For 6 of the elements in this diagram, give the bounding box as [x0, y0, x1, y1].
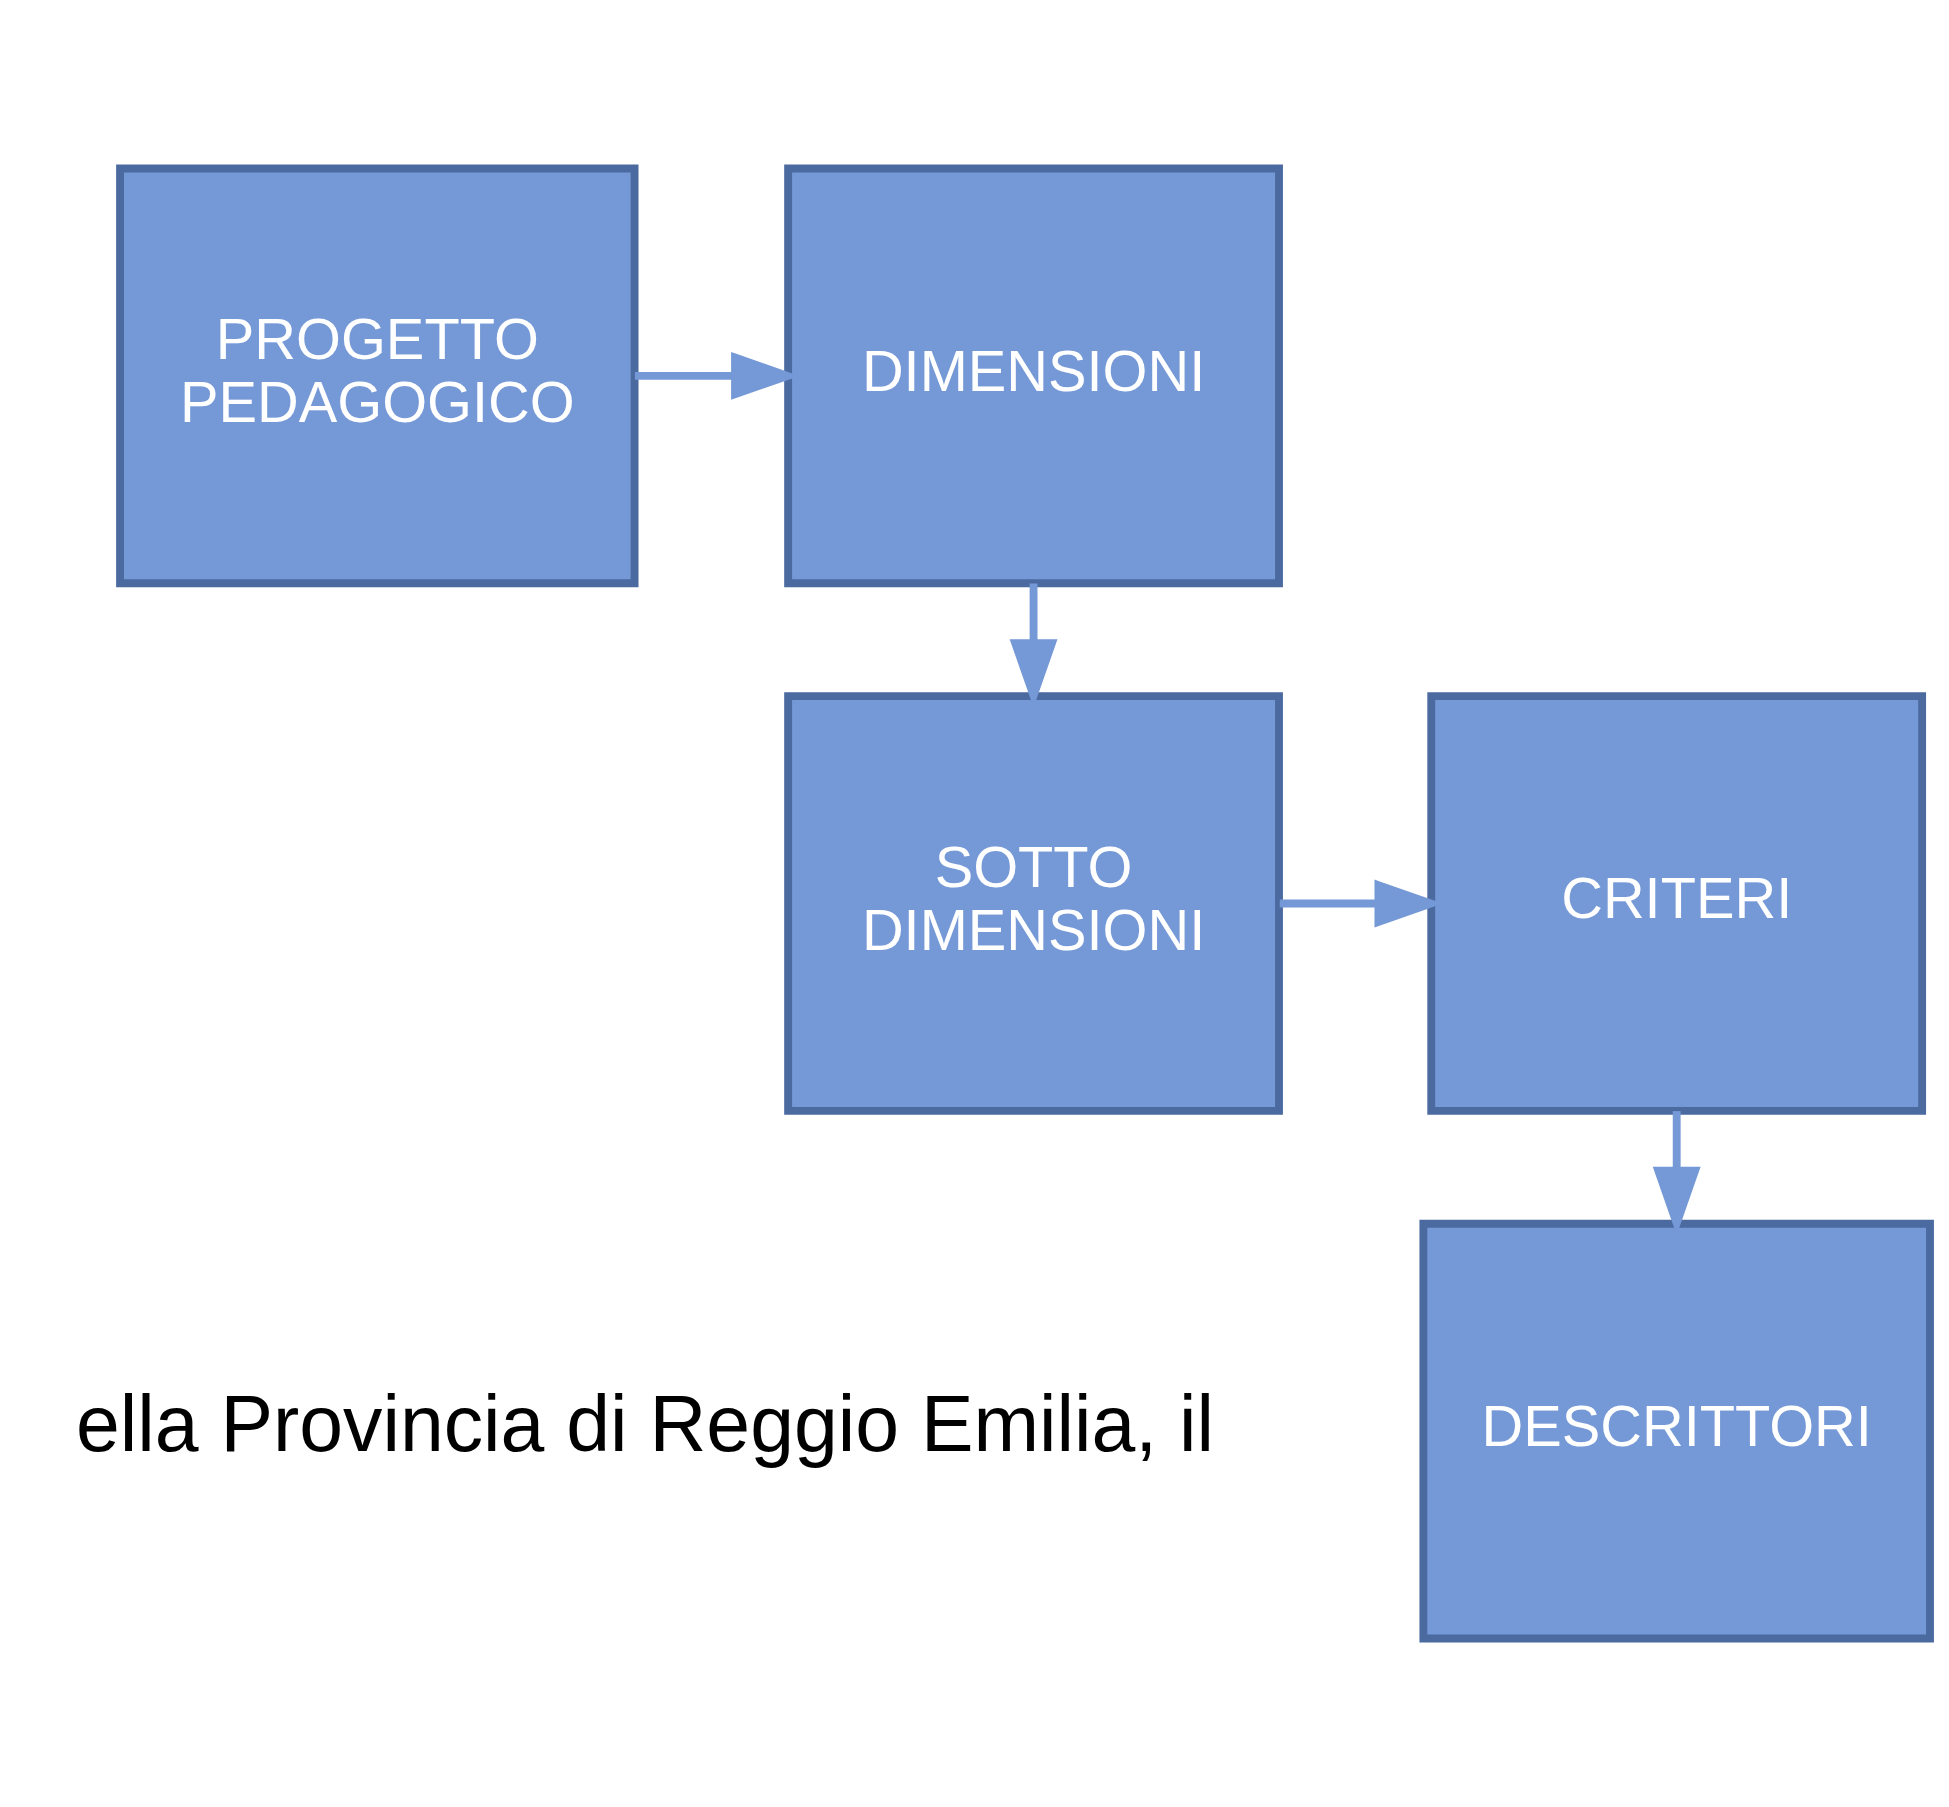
node-box: PROGETTO PEDAGOGICO — [116, 164, 639, 588]
node-box: DESCRITTORI — [1419, 1219, 1934, 1643]
label: ella Provincia di Reggio Emilia, il — [76, 1379, 1215, 1468]
node-box: CRITERI — [1427, 692, 1927, 1115]
node-box: SOTTO DIMENSIONI — [784, 692, 1283, 1115]
node-box: DIMENSIONI — [784, 164, 1283, 588]
